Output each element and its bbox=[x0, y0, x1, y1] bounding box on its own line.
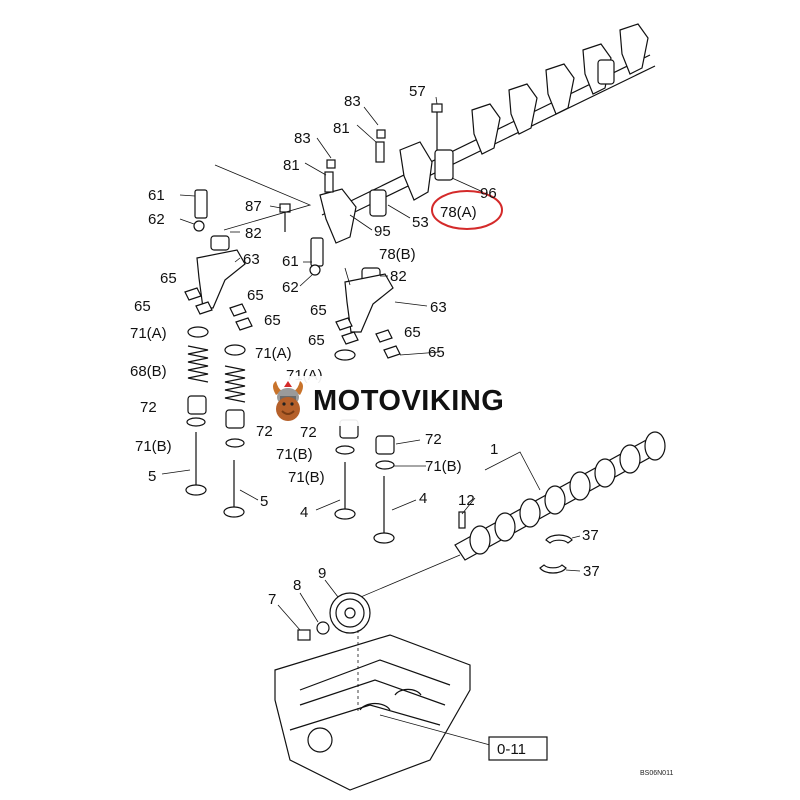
label-37: 37 bbox=[582, 527, 599, 544]
label-62: 62 bbox=[282, 279, 299, 296]
label-72: 72 bbox=[256, 423, 273, 440]
label-72: 72 bbox=[425, 431, 442, 448]
label-87: 87 bbox=[245, 198, 262, 215]
label-61: 61 bbox=[148, 187, 165, 204]
label-78b: 78(B) bbox=[379, 246, 416, 263]
label-57: 57 bbox=[409, 83, 426, 100]
label-81: 81 bbox=[283, 157, 300, 174]
label-63: 63 bbox=[430, 299, 447, 316]
label-65: 65 bbox=[134, 298, 151, 315]
cam-gear-group bbox=[297, 554, 461, 641]
label-65: 65 bbox=[308, 332, 325, 349]
viking-logo-icon bbox=[263, 376, 313, 426]
label-61: 61 bbox=[282, 253, 299, 270]
label-4: 4 bbox=[300, 504, 308, 521]
label-65: 65 bbox=[404, 324, 421, 341]
label-72: 72 bbox=[300, 424, 317, 441]
label-68b: 68(B) bbox=[130, 363, 167, 380]
label-5: 5 bbox=[260, 493, 268, 510]
label-65: 65 bbox=[310, 302, 327, 319]
label-4: 4 bbox=[419, 490, 427, 507]
leader-lines bbox=[161, 96, 581, 631]
highlight-circle bbox=[431, 190, 503, 230]
reference-code: BS06N011 bbox=[640, 770, 673, 777]
part-labels: 83 57 81 83 81 96 78(A) 61 87 53 62 82 9… bbox=[130, 83, 600, 608]
camshaft bbox=[454, 431, 666, 561]
label-82: 82 bbox=[390, 268, 407, 285]
label-7: 7 bbox=[268, 591, 276, 608]
engine-block bbox=[274, 630, 491, 791]
label-71a: 71(A) bbox=[255, 345, 292, 362]
label-65: 65 bbox=[247, 287, 264, 304]
label-65: 65 bbox=[428, 344, 445, 361]
rocker-shaft-assembly bbox=[279, 23, 656, 244]
label-37: 37 bbox=[583, 563, 600, 580]
label-5: 5 bbox=[148, 468, 156, 485]
label-83: 83 bbox=[344, 93, 361, 110]
label-65: 65 bbox=[160, 270, 177, 287]
camshaft-bushings bbox=[539, 534, 573, 574]
label-81: 81 bbox=[333, 120, 350, 137]
left-valve-stack bbox=[184, 164, 401, 544]
label-65: 65 bbox=[264, 312, 281, 329]
label-72: 72 bbox=[140, 399, 157, 416]
label-71b: 71(B) bbox=[135, 438, 172, 455]
section-ref-label: 0-11 bbox=[497, 741, 526, 758]
label-9: 9 bbox=[318, 565, 326, 582]
watermark-banner: MOTOVIKING bbox=[263, 376, 535, 426]
section-reference: 0-11 bbox=[488, 736, 548, 761]
label-95: 95 bbox=[374, 223, 391, 240]
label-78a: 78(A) bbox=[440, 204, 477, 221]
label-8: 8 bbox=[293, 577, 301, 594]
label-12: 12 bbox=[458, 492, 475, 509]
label-63: 63 bbox=[243, 251, 260, 268]
label-96: 96 bbox=[480, 185, 497, 202]
label-71b: 71(B) bbox=[425, 458, 462, 475]
label-71b: 71(B) bbox=[288, 469, 325, 486]
label-82: 82 bbox=[245, 225, 262, 242]
label-1: 1 bbox=[490, 441, 498, 458]
watermark-brand-text: MOTOVIKING bbox=[313, 384, 505, 417]
label-53: 53 bbox=[412, 214, 429, 231]
label-83: 83 bbox=[294, 130, 311, 147]
label-62: 62 bbox=[148, 211, 165, 228]
label-71b: 71(B) bbox=[276, 446, 313, 463]
label-71a: 71(A) bbox=[130, 325, 167, 342]
